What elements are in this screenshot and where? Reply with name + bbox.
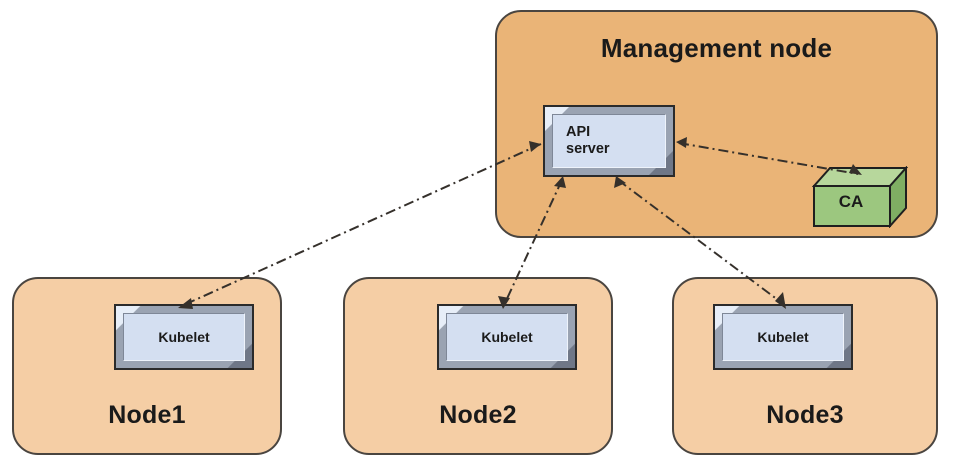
worker-node-title-2: Node2 bbox=[439, 401, 517, 429]
api-server-face: API server bbox=[552, 114, 666, 168]
kubelet-face-3: Kubelet bbox=[722, 313, 844, 361]
kubelet-label-1: Kubelet bbox=[158, 328, 210, 345]
kubelet-face-1: Kubelet bbox=[123, 313, 245, 361]
management-node-title: Management node bbox=[600, 33, 833, 63]
ca-cuboid-icon bbox=[812, 166, 908, 228]
kubelet-label-3: Kubelet bbox=[757, 328, 809, 345]
api-server-box[interactable]: API server bbox=[543, 105, 675, 177]
ca-label: CA bbox=[838, 192, 864, 211]
kubelet-box-1[interactable]: Kubelet bbox=[114, 304, 254, 370]
kubelet-box-2[interactable]: Kubelet bbox=[437, 304, 577, 370]
ca-box[interactable]: CA bbox=[812, 166, 908, 228]
worker-node-title-1: Node1 bbox=[108, 401, 186, 429]
api-server-label: API server bbox=[566, 123, 610, 157]
kubelet-box-3[interactable]: Kubelet bbox=[713, 304, 853, 370]
worker-node-title-3: Node3 bbox=[766, 401, 844, 429]
kubelet-face-2: Kubelet bbox=[446, 313, 568, 361]
kubelet-label-2: Kubelet bbox=[481, 328, 533, 345]
